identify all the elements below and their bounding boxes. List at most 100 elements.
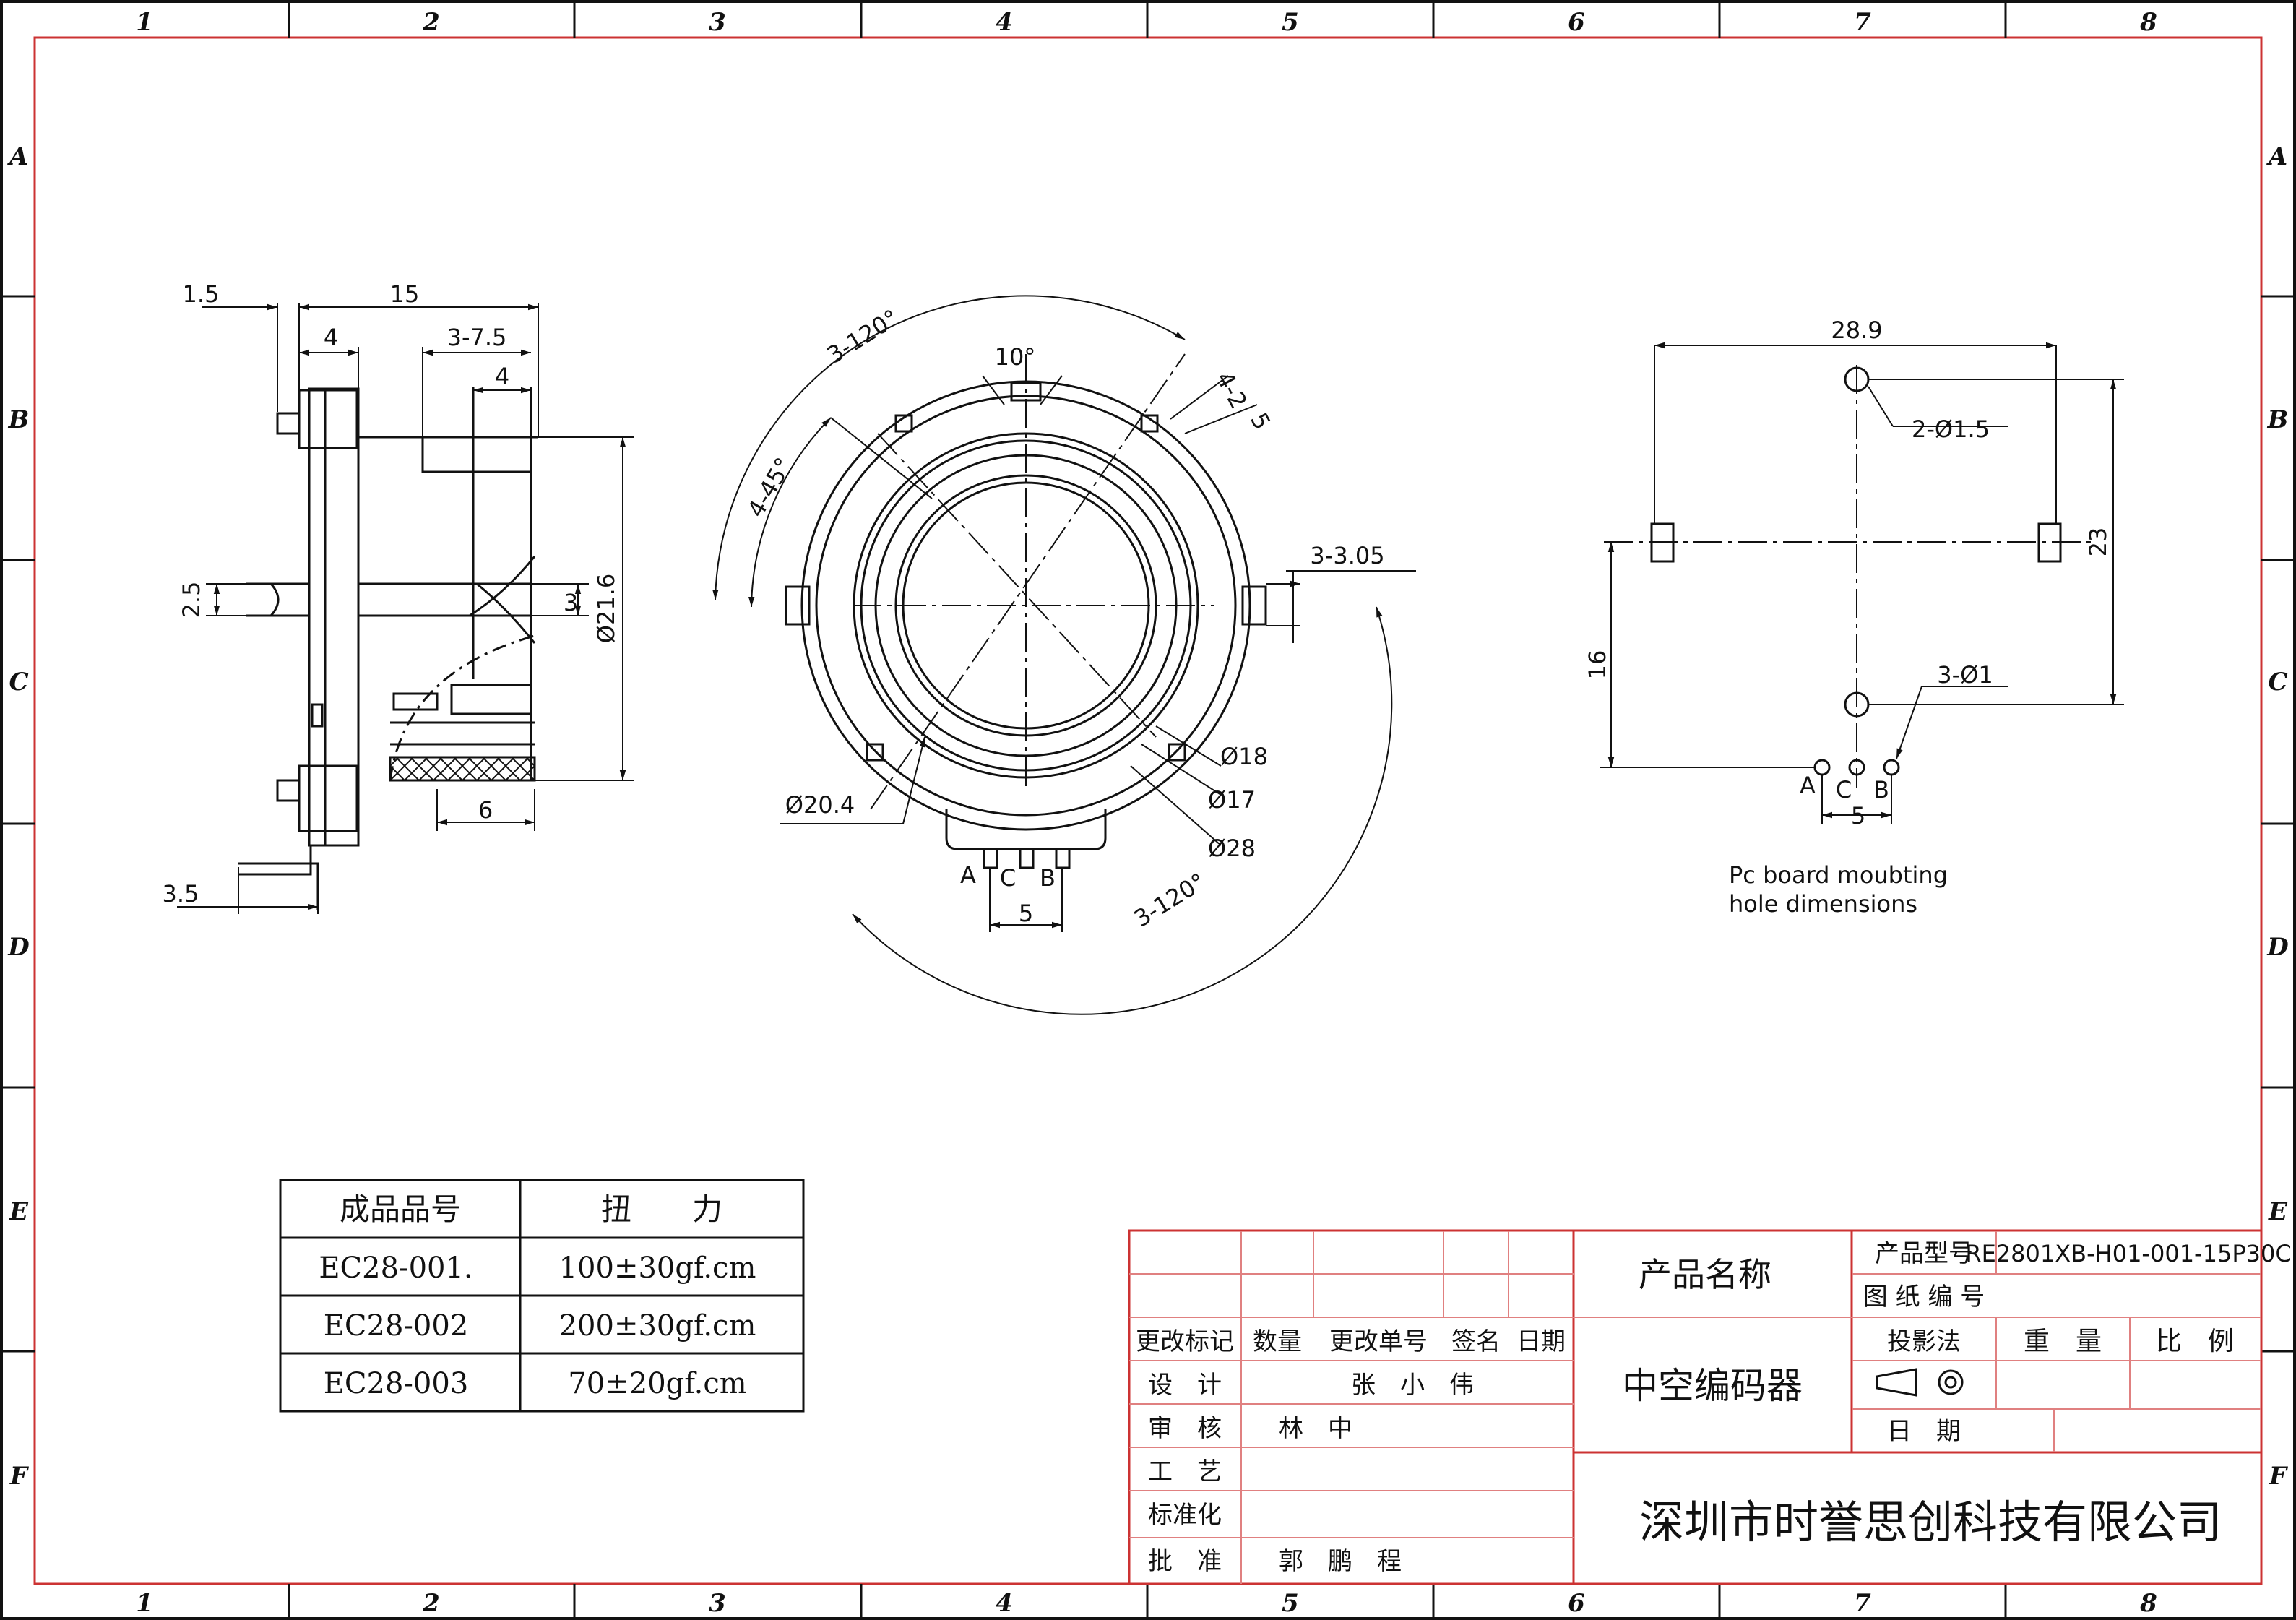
side-dim-1: 15 [390, 280, 420, 308]
torque-cell-model-1: EC28-001. [319, 1251, 472, 1285]
drawing-no-label: 图 纸 编 号 [1863, 1283, 1985, 1311]
side-dim-4: 4 [495, 363, 509, 390]
date-label: 日 期 [1887, 1417, 1961, 1446]
torque-header-model: 成品品号 [340, 1192, 461, 1227]
zone-row-left-D: D [7, 933, 30, 962]
side-dim-6: 3 [564, 589, 578, 616]
name-design: 张 小 伟 [1351, 1371, 1474, 1400]
side-dim-9: 3.5 [163, 880, 199, 908]
torque-cell-value-3: 70±20gf.cm [568, 1367, 746, 1400]
pcb-pin-C: C [1836, 776, 1852, 803]
pcb-dim-2: 23 [2084, 527, 2112, 557]
pcb-dim-3: 16 [1584, 650, 1611, 680]
zone-row-right-A: A [2266, 142, 2287, 171]
zone-row-left-A: A [7, 142, 28, 171]
role-standardization: 标准化 [1148, 1501, 1222, 1530]
pcb-dim-1: 2-Ø1.5 [1912, 415, 1990, 443]
zone-col-bottom-1: 1 [136, 1589, 153, 1618]
torque-cell-model-3: EC28-003 [324, 1367, 469, 1400]
zone-col-top-1: 1 [136, 8, 153, 37]
zone-row-left-C: C [9, 668, 28, 697]
zone-col-bottom-6: 6 [1568, 1589, 1585, 1618]
side-dim-3: 3-7.5 [447, 324, 507, 351]
zone-row-left-F: F [9, 1462, 30, 1491]
side-dim-2: 4 [324, 324, 338, 351]
zone-labels-bottom: 1 2 3 4 5 6 7 8 [136, 1589, 2157, 1618]
zone-row-right-C: C [2268, 668, 2287, 697]
zone-row-right-B: B [2267, 405, 2289, 434]
front-pin-C: C [1000, 864, 1016, 892]
side-view-dimensions: 1.5 15 4 3-7.5 4 2.5 3 Ø21.6 6 3.5 [163, 280, 620, 908]
zone-labels-left: A B C D E F [7, 142, 30, 1491]
rev-header-date: 日期 [1516, 1327, 1566, 1356]
scale-label: 比 例 [2156, 1327, 2234, 1356]
projection-label: 投影法 [1887, 1327, 1961, 1356]
pcb-caption-line-2: hole dimensions [1729, 890, 1917, 918]
front-dim-7: Ø17 [1208, 786, 1256, 814]
front-dim-5: 3-3.05 [1310, 542, 1384, 569]
front-dim-8: Ø28 [1208, 835, 1256, 862]
zone-col-top-5: 5 [1282, 8, 1299, 37]
zone-col-top-2: 2 [422, 8, 440, 37]
front-dim-6: Ø18 [1220, 743, 1268, 770]
pcb-caption: Pc board moubting hole dimensions [1729, 861, 1948, 918]
pcb-dim-5: 5 [1851, 802, 1865, 830]
front-dim-9: Ø20.4 [785, 791, 855, 819]
model-label: 产品型号 [1875, 1239, 1973, 1268]
zone-col-bottom-7: 7 [1854, 1589, 1871, 1618]
zone-col-bottom-2: 2 [422, 1589, 440, 1618]
zone-col-top-3: 3 [709, 8, 726, 37]
side-dim-0: 1.5 [183, 280, 220, 308]
side-dim-7: Ø21.6 [592, 574, 620, 643]
torque-cell-value-2: 200±30gf.cm [559, 1309, 756, 1343]
rev-header-mark: 更改标记 [1136, 1327, 1234, 1356]
zone-col-top-8: 8 [2139, 8, 2157, 37]
zone-col-top-6: 6 [1568, 8, 1585, 37]
zone-row-right-E: E [2268, 1197, 2288, 1226]
title-block: 更改标记 数量 更改单号 签名 日期 设 计 张 小 伟 审 核 林 中 工 艺… [1128, 1229, 2292, 1585]
rev-header-qty: 数量 [1253, 1327, 1302, 1356]
side-dim-8: 6 [478, 796, 493, 824]
name-approve: 郭 鹏 程 [1279, 1547, 1402, 1576]
front-dim-10: 3-120° [1129, 868, 1211, 933]
zone-col-bottom-3: 3 [709, 1589, 726, 1618]
projection-symbol-icon [1876, 1368, 1964, 1397]
zone-row-left-E: E [9, 1197, 29, 1226]
front-dim-1: 10° [995, 343, 1036, 371]
product-name-label: 产品名称 [1639, 1255, 1771, 1294]
weight-label: 重 量 [2024, 1327, 2102, 1356]
pcb-pin-B: B [1873, 776, 1889, 803]
rev-header-sign: 签名 [1451, 1327, 1501, 1356]
pcb-pin-A: A [1800, 772, 1816, 799]
pcb-hole-view [1600, 342, 2124, 824]
role-review: 审 核 [1148, 1414, 1222, 1443]
role-process: 工 艺 [1148, 1457, 1222, 1486]
zone-col-bottom-5: 5 [1282, 1589, 1299, 1618]
zone-col-top-4: 4 [996, 8, 1013, 37]
pcb-caption-line-1: Pc board moubting [1729, 861, 1948, 889]
front-dim-4: 5 [1245, 408, 1276, 434]
product-name: 中空编码器 [1622, 1365, 1803, 1407]
torque-cell-model-2: EC28-002 [324, 1309, 469, 1343]
zone-col-bottom-8: 8 [2139, 1589, 2157, 1618]
pcb-dim-0: 28.9 [1831, 316, 1882, 344]
front-dim-3: 4-2 [1211, 367, 1253, 413]
torque-header-torque: 扭 力 [601, 1192, 722, 1227]
front-pin-A: A [960, 861, 976, 889]
model-number: RE2801XB-H01-001-15P30C [1965, 1240, 2291, 1267]
role-design: 设 计 [1148, 1371, 1222, 1400]
role-approve: 批 准 [1148, 1547, 1222, 1576]
front-dim-11: 5 [1019, 900, 1033, 927]
company-name: 深圳市时誉思创科技有限公司 [1639, 1496, 2222, 1548]
front-pin-B: B [1040, 864, 1056, 892]
zone-col-bottom-4: 4 [996, 1589, 1013, 1618]
side-dim-5: 2.5 [178, 582, 205, 619]
zone-row-left-B: B [8, 405, 30, 434]
torque-cell-value-1: 100±30gf.cm [559, 1251, 756, 1285]
